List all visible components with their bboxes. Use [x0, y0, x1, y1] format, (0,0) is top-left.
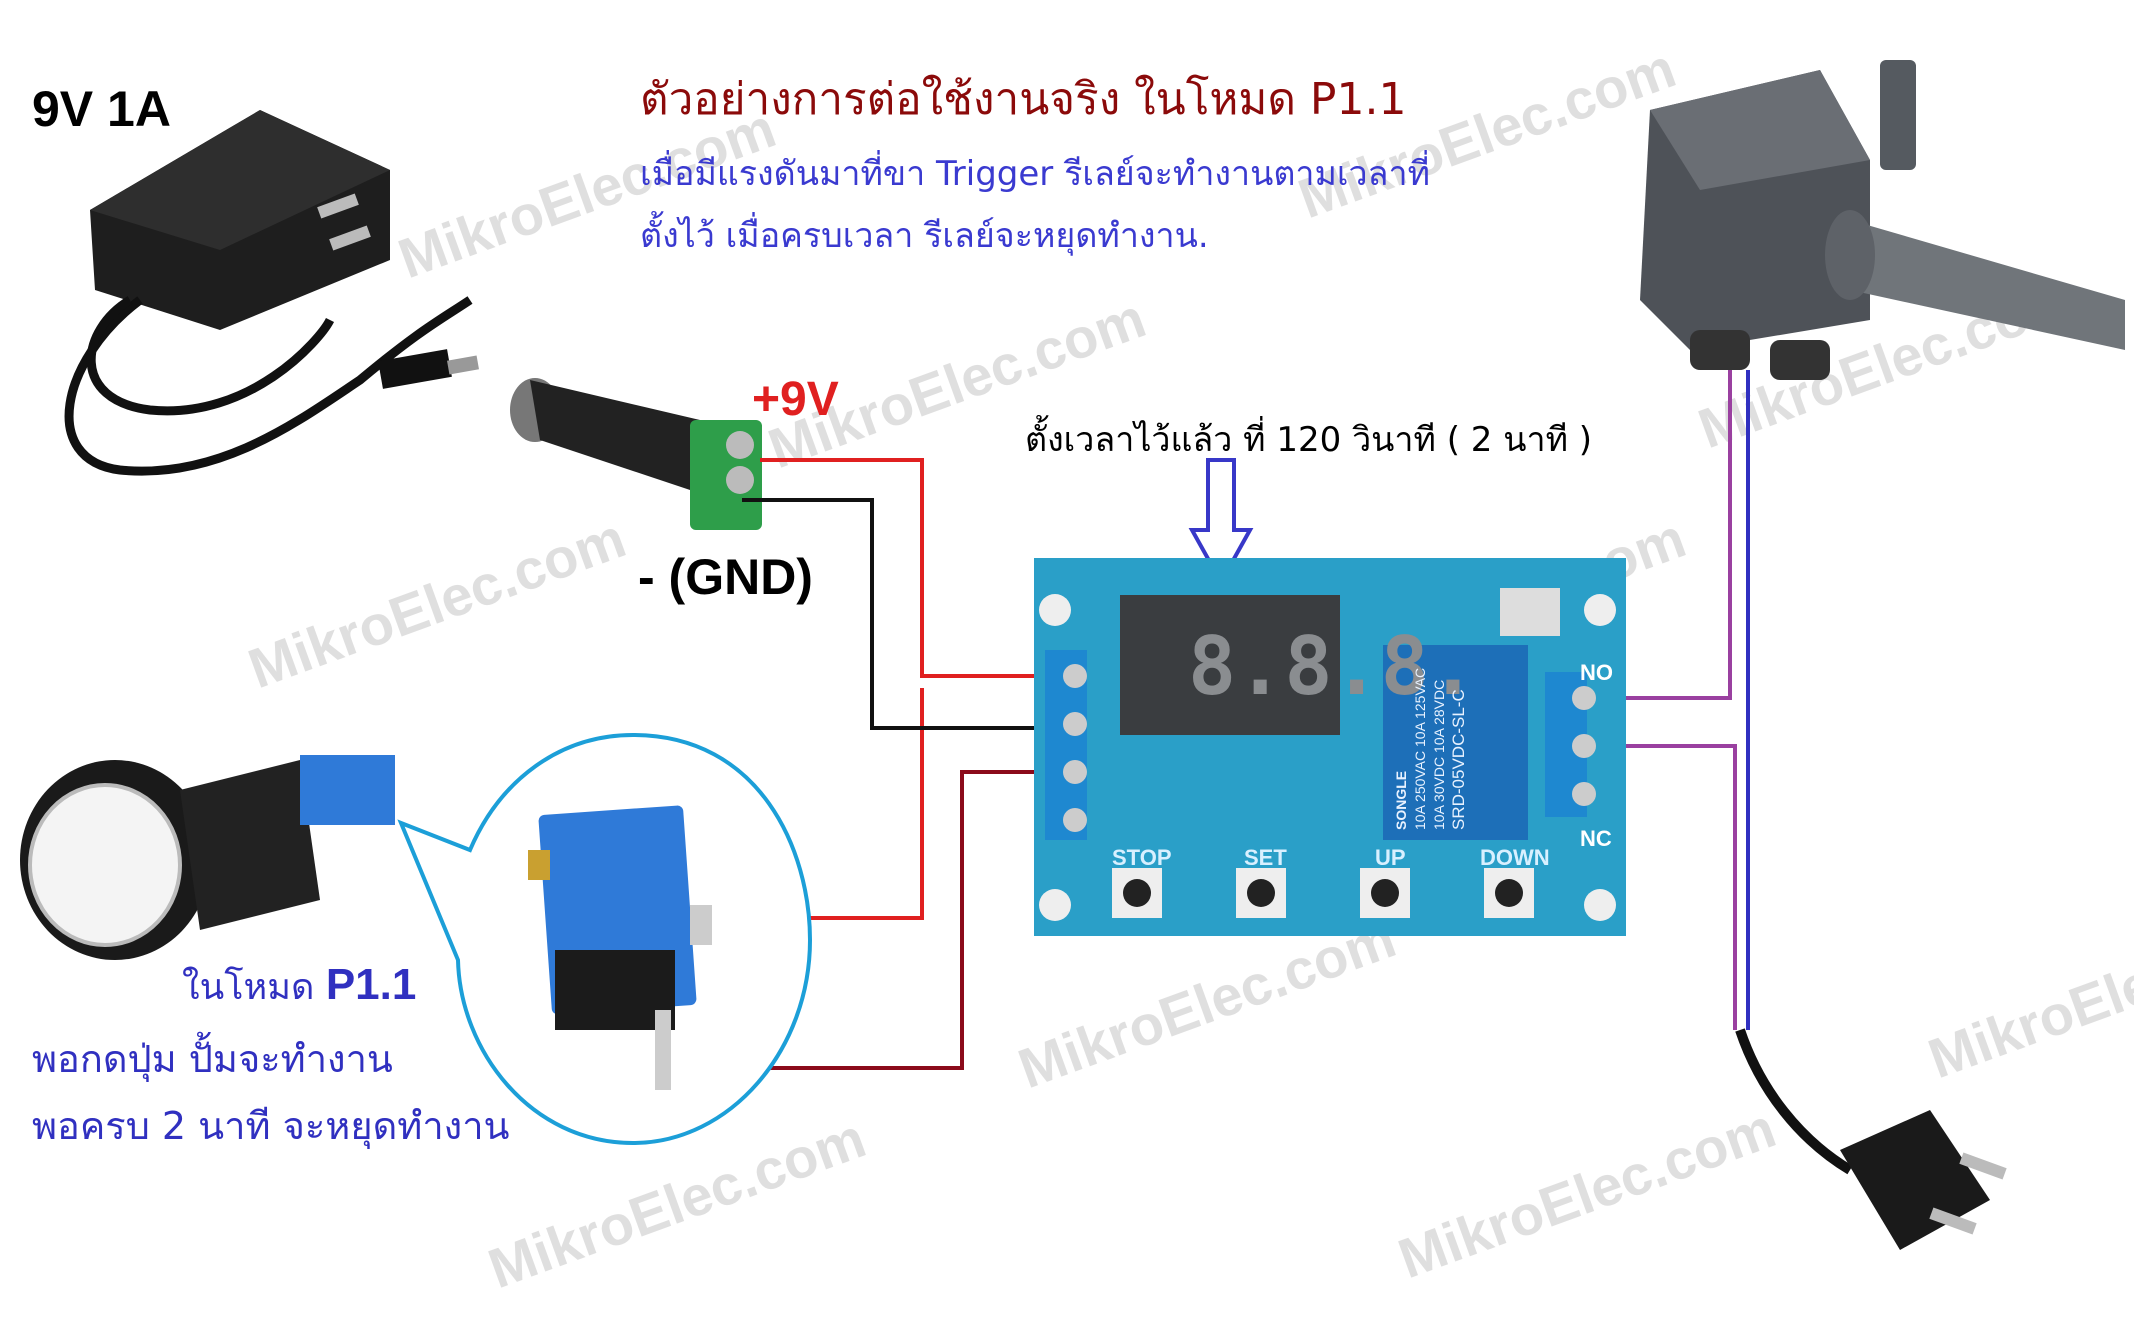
down-arrow-icon — [1188, 458, 1254, 587]
button-up[interactable]: UP — [1375, 845, 1406, 870]
mode-label: ในโหมด P1.1 — [182, 958, 416, 1015]
wire-no-purple — [1585, 370, 1732, 700]
push-button-image — [20, 755, 395, 960]
seven-segment-display: 8.8.8. — [1188, 620, 1477, 713]
water-pump-image — [1640, 60, 2125, 380]
positive-voltage-label: +9V — [752, 373, 839, 426]
ground-label: - (GND) — [638, 549, 813, 605]
switch-note-line-1: พอกดปุ่ม ปั้มจะทำงาน — [32, 1037, 393, 1081]
micro-switch-image — [528, 805, 712, 1090]
switch-note-line-2: พอครบ 2 นาที จะหยุดทำงาน — [32, 1104, 510, 1148]
terminal-nc-label: NC — [1580, 826, 1612, 851]
description-line-1: เมื่อมีแรงดันมาที่ขา Trigger รีเลย์จะทำง… — [640, 154, 1430, 194]
wire-ground-black — [742, 498, 1075, 730]
power-rating-label: 9V 1A — [32, 81, 171, 137]
timer-setting-note: ตั้งเวลาไว้แล้ว ที่ 120 วินาที ( 2 นาที … — [1025, 420, 1593, 460]
mode-value: P1.1 — [325, 960, 417, 1009]
terminal-no-label: NO — [1580, 660, 1613, 685]
wire-com-purple — [1585, 744, 1737, 1030]
relay-label: SONGLE 10A 250VAC 10A 125VAC 10A 30VDC 1… — [1393, 667, 1468, 830]
power-adapter-image — [64, 110, 479, 476]
button-set[interactable]: SET — [1244, 845, 1287, 870]
button-down[interactable]: DOWN — [1480, 845, 1550, 870]
button-stop[interactable]: STOP — [1112, 845, 1172, 870]
description-line-2: ตั้งไว้ เมื่อครบเวลา รีเลย์จะหยุดทำงาน. — [640, 216, 1209, 256]
timer-relay-board — [1034, 558, 1626, 936]
ac-plug-image — [1735, 1028, 2007, 1250]
dc-jack-adapter-image — [510, 378, 762, 530]
wire-positive-red — [760, 458, 1075, 678]
page-title: ตัวอย่างการต่อใช้งานจริง ในโหมด P1.1 — [640, 74, 1407, 125]
mode-prefix: ในโหมด — [182, 967, 315, 1008]
wire-trigger-dark-red — [668, 770, 1075, 1070]
